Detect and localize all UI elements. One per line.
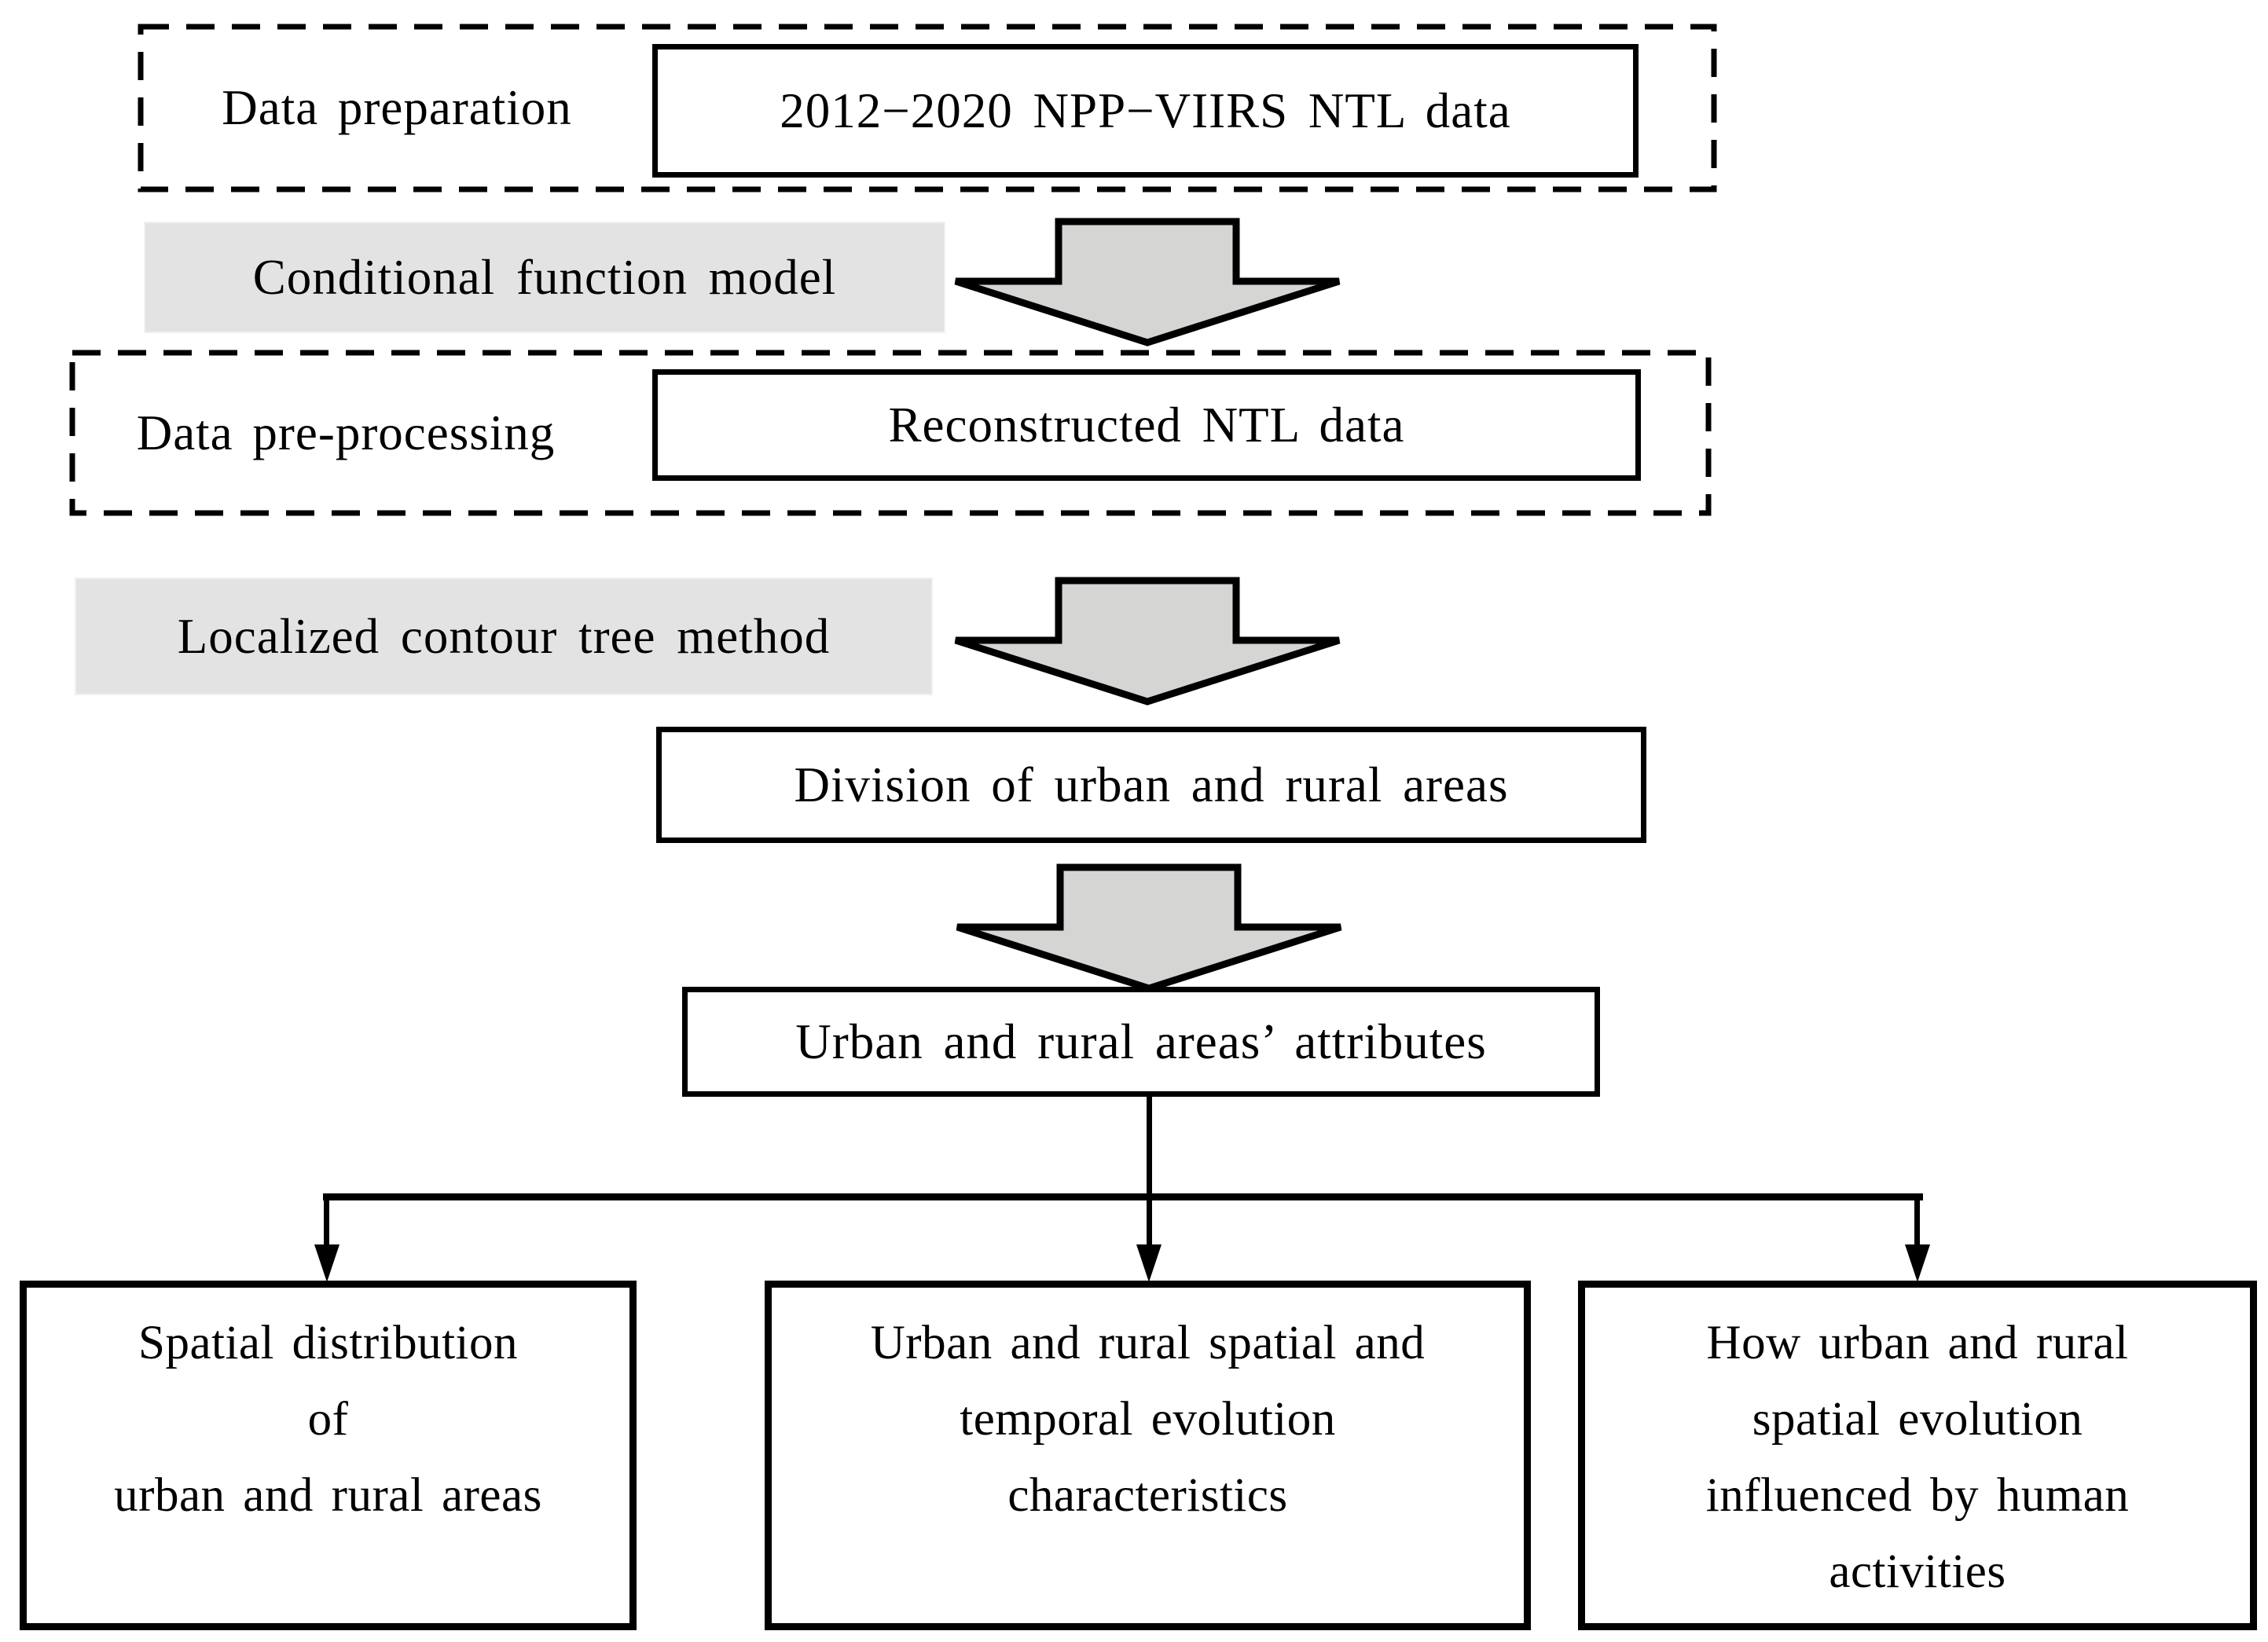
ntl-data-box: 2012−2020 NPP−VIIRS NTL data [652,44,1639,178]
localized-contour-tree-box: Localized contour tree method [75,577,933,695]
down-arrow-icon [954,577,1341,706]
outcome-line: Spatial distribution [138,1317,518,1369]
arrowhead-icon [314,1244,339,1282]
down-arrow-icon [954,218,1341,346]
connector-branch-right [1914,1193,1920,1251]
outcome-line: urban and rural areas [114,1469,542,1522]
connector-horizontal [323,1193,1923,1200]
stage2-label: Data pre-processing [136,405,556,460]
down-arrow-icon [956,863,1342,992]
outcome-line: Urban and rural spatial and [870,1317,1426,1369]
outcome-box-evolution-characteristics: Urban and rural spatial and temporal evo… [765,1281,1531,1630]
reconstructed-ntl-box: Reconstructed NTL data [652,369,1641,481]
outcome-box-spatial-distribution: Spatial distribution of urban and rural … [20,1281,637,1630]
attributes-box: Urban and rural areas’ attributes [682,987,1600,1097]
conditional-function-model-box: Conditional function model [144,222,945,333]
outcome-line: How urban and rural [1706,1317,2129,1369]
outcome-line: of [307,1393,349,1446]
connector-stem [1147,1094,1152,1251]
outcome-box-human-activities: How urban and rural spatial evolution in… [1578,1281,2257,1630]
stage1-label: Data preparation [222,80,572,135]
division-box: Division of urban and rural areas [656,727,1646,843]
stage2-dashed-outline [69,350,1712,516]
outcome-line: activities [1829,1545,2006,1598]
stage1-dashed-outline [138,24,1717,192]
outcome-line: characteristics [1007,1469,1288,1522]
arrowhead-icon [1905,1244,1930,1282]
outcome-line: influenced by human [1705,1469,2130,1522]
connector-branch-left [324,1193,329,1251]
outcome-line: spatial evolution [1752,1393,2083,1446]
arrowhead-icon [1136,1244,1162,1282]
outcome-line: temporal evolution [960,1393,1336,1446]
